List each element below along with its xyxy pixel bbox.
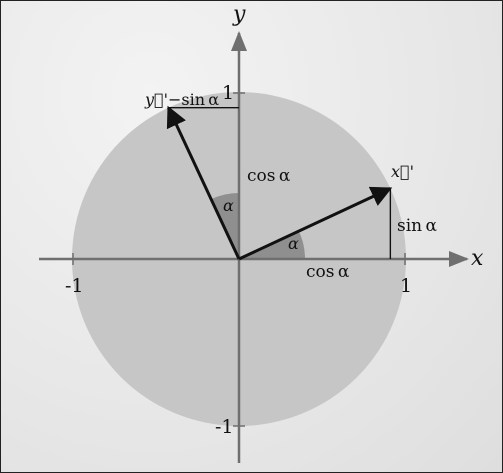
neg-sin-label: −sin α (168, 90, 219, 109)
tick-x-neg-label: -1 (65, 275, 84, 297)
y-axis-label: y (232, 2, 246, 27)
tick-x-pos-label: 1 (400, 275, 412, 297)
sin-label: sin α (397, 216, 438, 236)
cos-horizontal-label: cos α (306, 262, 350, 282)
tick-y-pos-label: 1 (222, 82, 234, 104)
vector-y-prime-label: y⃗' (144, 90, 168, 109)
vector-x-prime (238, 186, 393, 261)
angle-label-upper: α (223, 196, 234, 215)
tick-y-neg-label: -1 (215, 416, 234, 438)
vector-x-prime-label: x⃗' (391, 162, 414, 181)
x-axis-label: x (471, 246, 484, 271)
vector-y-prime (166, 105, 241, 260)
angle-label-lower: α (288, 234, 299, 253)
cos-vertical-label: cos α (247, 166, 291, 186)
